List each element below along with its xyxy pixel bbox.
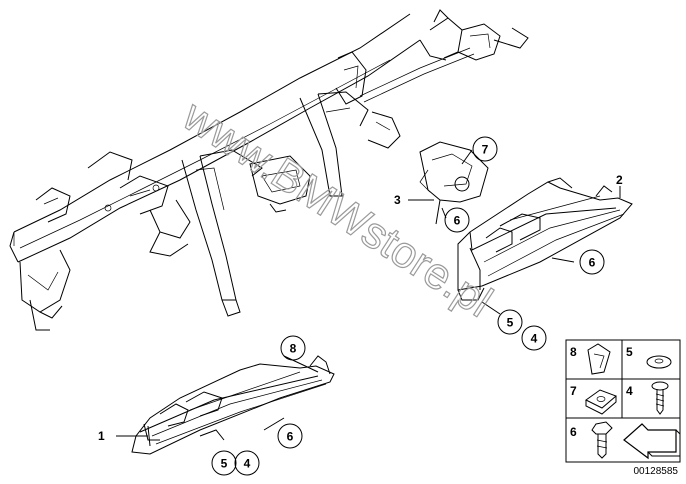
diagram-code: 00128585	[634, 466, 679, 477]
callout-3: 3	[394, 193, 401, 207]
callout-4-right-label: 4	[531, 332, 538, 346]
callout-5-left: 5	[211, 450, 237, 476]
legend-6-label: 6	[570, 425, 577, 439]
callout-8: 8	[280, 335, 306, 361]
callout-6-right: 6	[579, 249, 605, 275]
callout-6-bracket: 6	[444, 207, 470, 233]
callout-6-bracket-label: 6	[454, 214, 461, 228]
callout-6-left-label: 6	[287, 430, 294, 444]
callout-1-label: 1	[98, 429, 105, 443]
small-parts-legend: 8 5 7 4 6	[565, 339, 681, 463]
callout-5-right-label: 5	[507, 316, 514, 330]
callout-7-label: 7	[482, 143, 489, 157]
clip-nut-icon	[587, 343, 611, 375]
callout-6-left: 6	[277, 423, 303, 449]
part-2-knee-pad	[457, 177, 633, 301]
callout-5-right: 5	[497, 309, 523, 335]
callout-2: 2	[616, 173, 623, 187]
callout-2-label: 2	[616, 173, 623, 187]
legend-5-label: 5	[626, 345, 633, 359]
part-3-bracket	[419, 141, 489, 225]
callout-5-left-label: 5	[221, 457, 228, 471]
leader-lines	[116, 149, 621, 437]
screw-with-washer-icon	[651, 381, 669, 415]
dashboard-cross-member	[9, 9, 529, 331]
square-nut-icon	[585, 389, 617, 415]
callout-7: 7	[472, 136, 498, 162]
hex-bolt-icon	[591, 421, 613, 459]
part-1-knee-pad	[131, 355, 335, 455]
legend-4-label: 4	[626, 384, 633, 398]
callout-1: 1	[98, 429, 105, 443]
callout-4-right: 4	[521, 325, 547, 351]
callout-8-label: 8	[290, 342, 297, 356]
callout-4-left: 4	[234, 450, 260, 476]
orientation-arrow-icon	[623, 423, 681, 460]
callout-3-label: 3	[394, 193, 401, 207]
legend-8-label: 8	[570, 345, 577, 359]
legend-7-label: 7	[570, 384, 577, 398]
washer-icon	[646, 355, 672, 369]
callout-4-left-label: 4	[244, 457, 251, 471]
callout-6-right-label: 6	[589, 256, 596, 270]
